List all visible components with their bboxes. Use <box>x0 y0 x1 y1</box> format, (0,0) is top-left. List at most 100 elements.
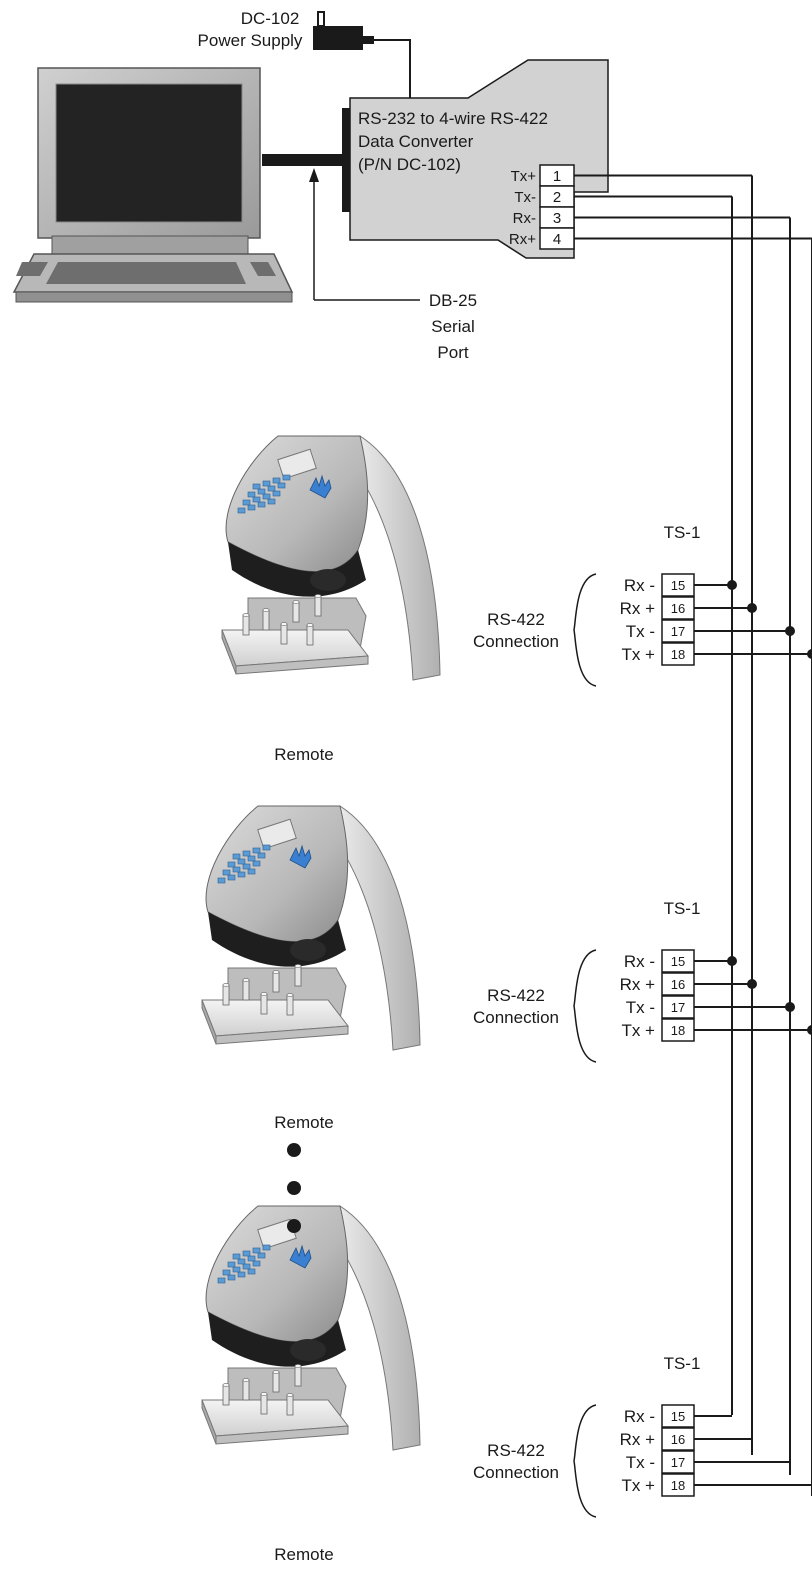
terminal-number: 18 <box>671 647 685 662</box>
power-cable <box>374 39 411 98</box>
guide-pin-top <box>286 993 294 997</box>
guide-pin-top <box>272 970 280 974</box>
terminal-label: Rx + <box>620 975 656 994</box>
terminal-number: 16 <box>671 977 685 992</box>
keyboard-edge <box>15 291 293 303</box>
keyboard-keys-right <box>250 262 276 276</box>
guide-pin-top <box>280 622 288 626</box>
terminal-label: Tx - <box>626 998 655 1017</box>
keypad-key <box>232 1266 241 1273</box>
serial-port-label-2: Serial <box>431 317 474 336</box>
keypad-key <box>247 1255 256 1262</box>
reader-side-panel <box>347 435 441 681</box>
computer-icon <box>12 67 294 303</box>
keypad-key <box>232 1253 241 1260</box>
hand-symbol-icon <box>289 844 312 869</box>
power-adapter-plug-icon <box>362 36 374 44</box>
keypad-key <box>242 1263 251 1270</box>
guide-pin <box>272 1371 280 1393</box>
hand-reader-icon <box>201 1205 421 1451</box>
guide-pin <box>286 1394 294 1416</box>
converter-pins: Tx+1Tx-2Rx-3Rx+4 <box>509 164 575 250</box>
keypad-key <box>227 874 236 881</box>
keypad-key <box>252 847 261 854</box>
keypad-key <box>257 1252 266 1259</box>
keypad-key <box>237 858 246 865</box>
junction-dot <box>747 603 757 613</box>
keypad-key <box>247 491 256 498</box>
terminal-label: Rx + <box>620 1430 656 1449</box>
serial-cable <box>262 154 344 166</box>
keypad-key <box>237 507 246 514</box>
guide-pin-top <box>260 992 268 996</box>
terminal-strip-label: TS-1 <box>664 1354 701 1373</box>
guide-pin-top <box>292 600 300 604</box>
guide-pin-top <box>242 613 250 617</box>
guide-pin <box>260 993 268 1015</box>
keypad-key <box>222 869 231 876</box>
arrow-up-icon <box>309 168 319 182</box>
keypad-key <box>252 496 261 503</box>
serial-port-label-3: Port <box>437 343 468 362</box>
junction-dot <box>727 580 737 590</box>
ellipsis-dot <box>287 1219 301 1233</box>
terminal-label: Tx - <box>626 1453 655 1472</box>
guide-pin <box>306 624 314 646</box>
guide-pin-top <box>222 1383 230 1387</box>
guide-pin-top <box>294 964 302 968</box>
guide-pin <box>242 979 250 1001</box>
terminal-label: Tx + <box>621 1021 655 1040</box>
ellipsis-dot <box>287 1181 301 1195</box>
keypad-key <box>262 480 271 487</box>
keypad-key <box>282 474 291 481</box>
serial-port-label-1: DB-25 <box>429 291 477 310</box>
guide-pin <box>294 965 302 987</box>
reader-side-panel <box>327 1205 421 1451</box>
keypad-key <box>252 1260 261 1267</box>
keypad-key <box>247 504 256 511</box>
keypad-key <box>237 1258 246 1265</box>
guide-pin <box>262 609 270 631</box>
connection-label-1: RS-422 <box>487 986 545 1005</box>
junction-dot <box>785 626 795 636</box>
guide-pin <box>222 984 230 1006</box>
converter-pin-number: 4 <box>553 231 561 248</box>
converter-label-2: Data Converter <box>358 132 474 151</box>
hand-reader-icon <box>201 805 421 1051</box>
connection-label-2: Connection <box>473 1463 559 1482</box>
terminal-number: 15 <box>671 954 685 969</box>
db25-connector <box>342 108 350 212</box>
junction-dot <box>807 1025 812 1035</box>
keypad-key <box>232 866 241 873</box>
reader-platen-front <box>235 655 369 675</box>
keypad-key <box>237 871 246 878</box>
power-supply: DC-102 Power Supply <box>198 9 411 98</box>
reader-head <box>205 1205 349 1343</box>
terminal-number: 18 <box>671 1023 685 1038</box>
guide-pin-top <box>314 594 322 598</box>
keypad-key <box>267 485 276 492</box>
terminal-label: Rx - <box>624 1407 655 1426</box>
reader-head <box>205 805 349 943</box>
converter-pin-label: Rx+ <box>509 231 536 248</box>
guide-pin-top <box>262 608 270 612</box>
power-plug-pin-icon <box>317 11 325 27</box>
guide-pin-top <box>260 1392 268 1396</box>
monitor-base <box>51 235 249 255</box>
brace-icon <box>573 573 597 687</box>
converter-pin-label: Tx+ <box>511 168 537 185</box>
keypad-key <box>237 1271 246 1278</box>
terminal-label: Rx - <box>624 576 655 595</box>
keypad-key <box>242 1250 251 1257</box>
keypad-key <box>247 855 256 862</box>
reader-camera <box>310 569 346 591</box>
keypad-key <box>232 853 241 860</box>
remote-caption: Remote <box>274 745 334 764</box>
reader-platen-front <box>215 1425 349 1445</box>
terminal-strip-label: TS-1 <box>664 899 701 918</box>
terminal-label: Rx - <box>624 952 655 971</box>
